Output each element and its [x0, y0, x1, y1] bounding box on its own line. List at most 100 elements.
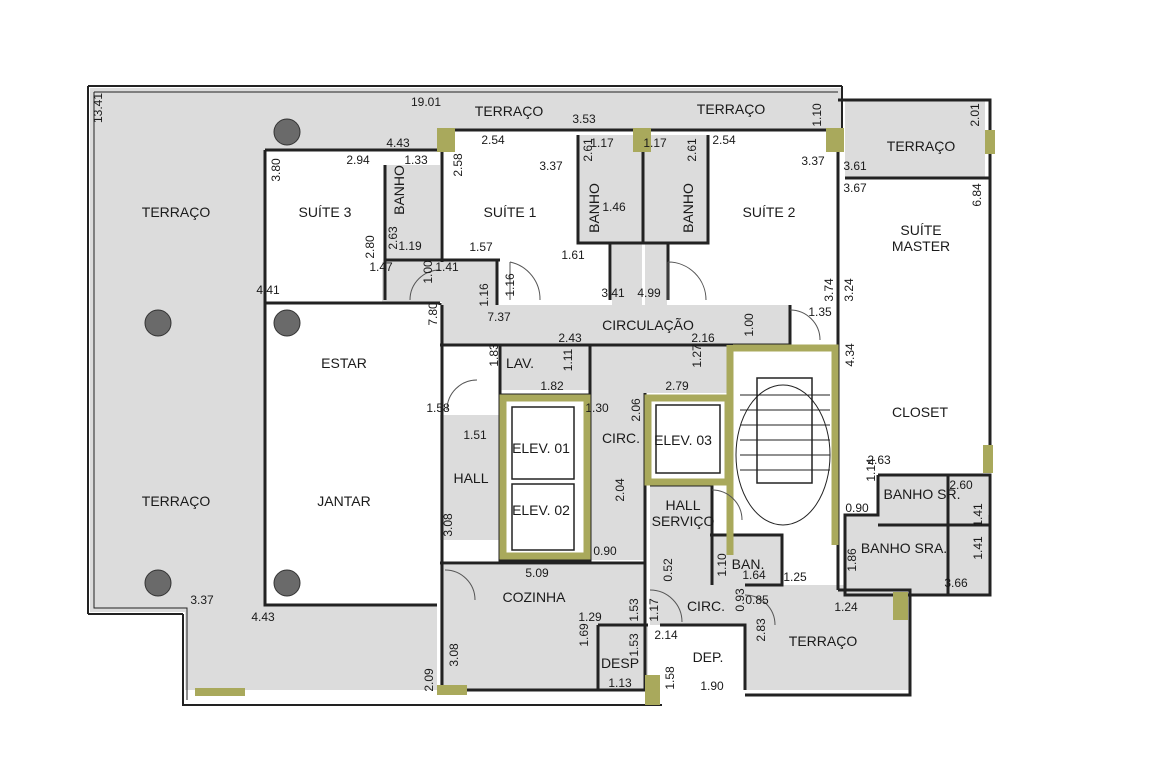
dimension-label: 1.25 [783, 570, 807, 584]
dimension-label: 1.86 [845, 548, 859, 572]
dimension-label: 3.24 [842, 278, 856, 302]
dimension-label: 1.10 [715, 553, 729, 577]
room-label-banho-sr: BANHO SR. [883, 486, 961, 502]
dimension-label: 1.27 [690, 344, 704, 368]
dimension-label: 1.47 [369, 260, 393, 274]
dimension-label: 4.41 [256, 283, 280, 297]
room-label-suite2: SUÍTE 2 [742, 204, 796, 220]
dimension-label: 1.17 [643, 136, 667, 150]
dimension-label: 2.94 [346, 153, 370, 167]
dimension-label: 0.90 [845, 501, 869, 515]
terrace-columns [144, 118, 301, 597]
dimension-label: 1.53 [627, 598, 641, 622]
dimension-label: 1.29 [578, 610, 602, 624]
core-walls [499, 344, 839, 560]
dimension-label: 3.37 [190, 593, 214, 607]
room-label-elev01: ELEV. 01 [512, 440, 570, 456]
dimension-label: 1.17 [647, 598, 661, 622]
dimension-label: 2.04 [613, 478, 627, 502]
dimension-label: 1.13 [608, 676, 632, 690]
room-label-desp: DESP [600, 655, 640, 671]
service-terrace-area [745, 585, 910, 690]
dimension-label: 4.34 [843, 343, 857, 367]
dimension-label: 1.19 [398, 239, 422, 253]
dimension-label: 1.00 [421, 260, 435, 284]
room-label-banho-sra: BANHO SRA. [860, 540, 948, 556]
room-label-terraco-service: TERRAÇO [788, 633, 858, 649]
dimension-label: 2.54 [712, 133, 736, 147]
dimension-label: 2.83 [754, 618, 768, 642]
dimension-label: 7.37 [487, 310, 511, 324]
dimension-label: 1.90 [700, 679, 724, 693]
room-label-banho-suite3: BANHO [391, 165, 407, 215]
room-label-lav: LAV. [505, 355, 535, 371]
room-label-banho-suite1: BANHO [586, 183, 602, 233]
dimension-label: 2.16 [691, 331, 715, 345]
room-label-estar: ESTAR [321, 355, 367, 371]
dimension-label: 2.79 [665, 379, 689, 393]
room-label-hall: HALL [453, 470, 489, 486]
dimension-label: 3.80 [269, 158, 283, 182]
dimension-label: 1.69 [577, 623, 591, 647]
dimension-label: 0.93 [733, 588, 747, 612]
room-label-jantar: JANTAR [317, 493, 371, 509]
dimension-label: 1.33 [404, 153, 428, 167]
dimension-label: 3.37 [539, 159, 563, 173]
dimension-label: 3.53 [572, 112, 596, 126]
room-label-terraco-left-upper: TERRAÇO [141, 204, 211, 220]
dimension-label: 2.54 [481, 133, 505, 147]
room-label-closet: CLOSET [891, 404, 949, 420]
room-label-dep: DEP. [692, 649, 724, 665]
dimension-label: 3.61 [843, 159, 867, 173]
stairs [735, 384, 831, 526]
dimension-label: 1.53 [627, 633, 641, 657]
dimension-label: 3.37 [801, 154, 825, 168]
room-label-elev02: ELEV. 02 [512, 502, 570, 518]
dimension-label: 1.58 [426, 401, 450, 415]
dimension-label: 1.41 [971, 536, 985, 560]
dimension-label: 4.43 [251, 610, 275, 624]
dimension-label: 1.11 [561, 348, 575, 372]
room-label-suite-master: SUÍTE MASTER [891, 222, 951, 254]
dimension-label: 4.99 [637, 286, 661, 300]
dimension-label: 0.52 [661, 558, 675, 582]
room-label-suite3: SUÍTE 3 [298, 204, 352, 220]
dimension-label: 1.41 [435, 260, 459, 274]
room-label-circ-upper: CIRC. [601, 430, 641, 446]
dimension-label: 1.30 [585, 401, 609, 415]
dimension-label: 5.09 [525, 566, 549, 580]
dimension-label: 1.58 [663, 666, 677, 690]
terrace-area [90, 88, 842, 690]
dimension-label: 13.41 [91, 92, 105, 124]
dimension-label: 2.01 [968, 103, 982, 127]
dimension-label: 3.67 [843, 181, 867, 195]
circulation-area [440, 305, 790, 345]
dimension-label: 2.06 [629, 398, 643, 422]
dimension-label: 1.83 [487, 343, 501, 367]
dimension-label: 2.09 [422, 668, 436, 692]
dimension-label: 2.80 [363, 235, 377, 259]
dimension-label: 2.43 [558, 331, 582, 345]
room-label-terraco-top-1: TERRAÇO [474, 103, 544, 119]
dimension-label: 1.00 [742, 313, 756, 337]
room-label-banho-suite2: BANHO [680, 183, 696, 233]
dimension-label: 1.61 [561, 248, 585, 262]
door-swings [409, 261, 821, 626]
dimension-label: 1.57 [469, 240, 493, 254]
dimension-label: 7.80 [426, 302, 440, 326]
room-label-ban: BAN. [731, 556, 765, 572]
dimension-label: 3.74 [822, 278, 836, 302]
terrace-right-area [845, 100, 985, 178]
room-label-elev03: ELEV. 03 [654, 432, 712, 448]
dimension-label: 1.46 [602, 200, 626, 214]
dimension-label: 3.08 [441, 513, 455, 537]
room-label-circ-lower: CIRC. [686, 598, 726, 614]
dimension-label: 1.14 [864, 458, 878, 482]
dimension-label: 3.41 [601, 286, 625, 300]
dimension-label: 2.61 [685, 138, 699, 162]
room-label-hall-servico: HALL SERVIÇO [651, 497, 715, 529]
room-label-suite1: SUÍTE 1 [483, 204, 537, 220]
dimension-label: 1.64 [742, 568, 766, 582]
room-label-cozinha: COZINHA [502, 589, 566, 605]
